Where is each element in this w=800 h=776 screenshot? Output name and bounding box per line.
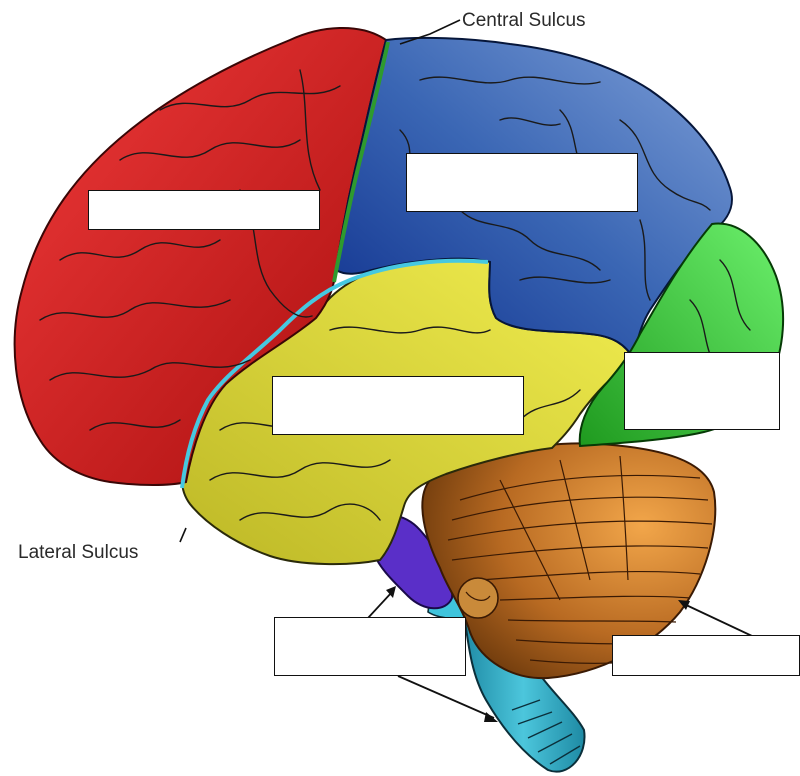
central-sulcus-label: Central Sulcus xyxy=(462,10,586,31)
occipital-lobe-label-box[interactable] xyxy=(624,352,780,430)
parietal-lobe-label-box[interactable] xyxy=(406,153,638,212)
lateral-sulcus-label: Lateral Sulcus xyxy=(18,542,138,563)
frontal-lobe-label-box[interactable] xyxy=(88,190,320,230)
lateral-sulcus-leader xyxy=(180,528,186,542)
temporal-lobe-label-box[interactable] xyxy=(272,376,524,435)
cerebellar-peduncle xyxy=(458,578,498,618)
arrow-to-pons xyxy=(368,592,392,618)
arrow-to-cerebellum xyxy=(684,604,752,636)
brainstem-label-box[interactable] xyxy=(274,617,466,676)
cerebellum-label-box[interactable] xyxy=(612,635,800,676)
